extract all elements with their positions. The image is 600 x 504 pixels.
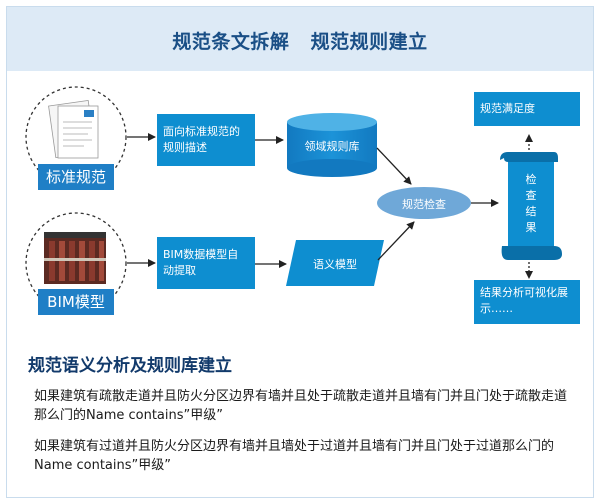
rule-description-box: 面向标准规范的规则描述 bbox=[157, 114, 255, 166]
spec-check-label: 规范检查 bbox=[402, 198, 446, 211]
check-result-label: 检查结果 bbox=[525, 173, 537, 234]
domain-rule-base-cylinder bbox=[287, 113, 377, 177]
arrow-rulebase-to-check bbox=[376, 147, 412, 185]
arrow-semantic-to-check bbox=[377, 221, 415, 261]
rule-paragraph-1: 如果建筑有疏散走道并且防火分区边界有墙并且处于疏散走道并且墙有门并且门处于疏散走… bbox=[34, 389, 568, 423]
page-title: 规范条文拆解 规范规则建立 bbox=[172, 31, 428, 53]
semantic-model-label: 语义模型 bbox=[313, 258, 357, 271]
spec-check-ellipse bbox=[377, 187, 471, 219]
bim-model-icon bbox=[25, 212, 127, 314]
bim-extract-box: BIM数据模型自动提取 bbox=[157, 237, 255, 289]
result-analysis-box: 结果分析可视化展示…… bbox=[474, 280, 580, 324]
bim-model-label: BIM模型 bbox=[38, 289, 114, 315]
semantic-model-shape bbox=[286, 240, 384, 286]
header-band: 规范条文拆解 规范规则建立 bbox=[7, 7, 593, 71]
standard-spec-label: 标准规范 bbox=[38, 164, 114, 190]
check-result-scroll bbox=[500, 152, 562, 260]
satisfaction-box: 规范满足度 bbox=[474, 92, 580, 126]
standard-document-icon bbox=[25, 86, 127, 188]
section-title: 规范语义分析及规则库建立 bbox=[28, 356, 232, 376]
rule-paragraph-2: 如果建筑有过道并且防火分区边界有墙并且墙处于过道并且墙有门并且门处于过道那么门的… bbox=[34, 439, 555, 473]
domain-rule-base-label: 领域规则库 bbox=[304, 140, 360, 153]
